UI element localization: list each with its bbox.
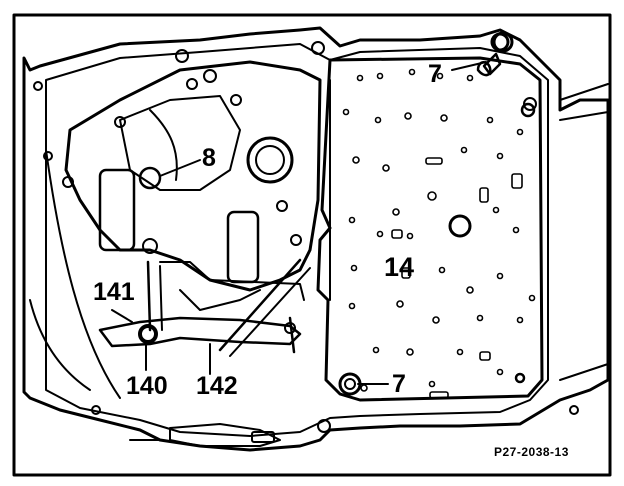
- accumulator-bore: [246, 136, 294, 184]
- housing-bolt-holes: [33, 32, 579, 433]
- leader-141: [111, 309, 133, 323]
- valve-body-outline: [64, 60, 322, 292]
- frame-border: [12, 13, 612, 477]
- shift-lever-141: [98, 316, 302, 348]
- separator-plate-holes: [342, 68, 536, 392]
- housing-left-contour: [45, 149, 121, 399]
- callout-top-bolt: 7: [428, 60, 442, 88]
- housing-outline: [22, 26, 610, 452]
- callout-lever: 141: [93, 278, 135, 306]
- shift-valve-sleeve-right: [226, 210, 260, 284]
- housing-gasket: [45, 43, 549, 437]
- pin-140: [138, 324, 158, 344]
- callout-bottom-bolt: 7: [392, 370, 406, 398]
- callout-valve: 8: [202, 144, 216, 172]
- callout-rod: 142: [196, 372, 238, 400]
- separator-plate-slots: [391, 157, 523, 399]
- separator-plate: [316, 56, 544, 402]
- rod-142: [218, 258, 302, 352]
- leader-top-bolt-7: [451, 61, 487, 71]
- leader-valve-8: [159, 159, 201, 177]
- figure-code: P27-2038-13: [494, 445, 569, 459]
- valve-8-bore: [138, 166, 162, 190]
- callout-pin: 140: [126, 372, 168, 400]
- shift-valve-sleeve-left: [98, 168, 136, 252]
- callout-plate: 14: [384, 252, 415, 282]
- plate-center-bore: [448, 214, 472, 238]
